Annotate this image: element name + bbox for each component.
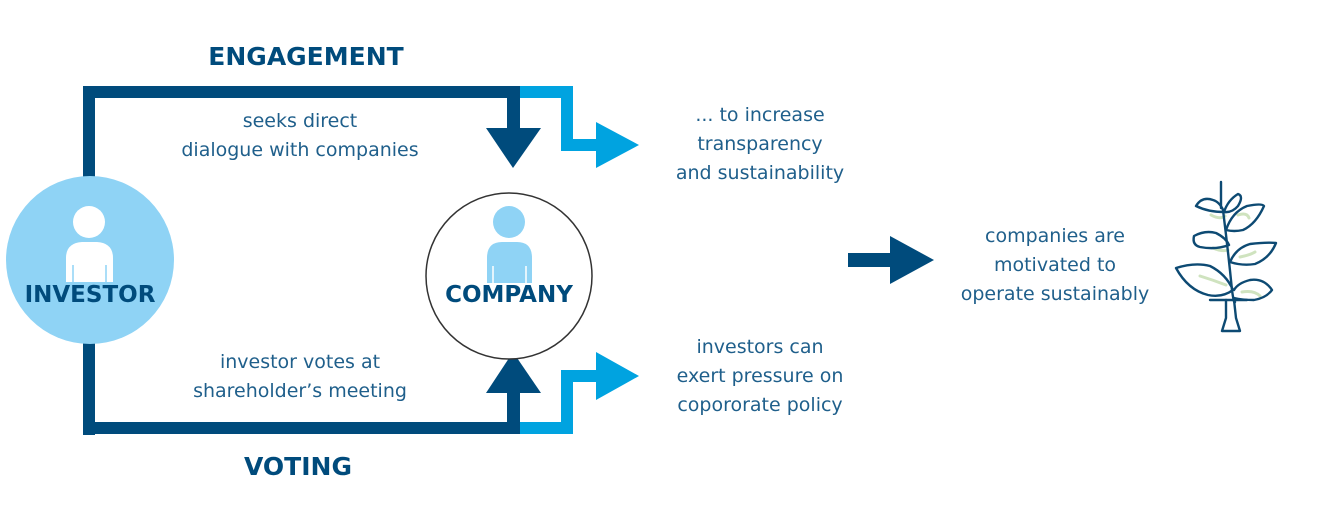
voting-description-line: shareholder’s meeting (193, 380, 407, 402)
investor-person-icon (66, 206, 113, 282)
voting-title: VOTING (244, 452, 352, 481)
engagement-title: ENGAGEMENT (208, 42, 404, 71)
engagement-outcome-connector (520, 86, 598, 151)
engagement-outcome-line: transparency (697, 133, 823, 155)
engagement-description-line: seeks direct (242, 110, 358, 132)
engagement-outcome-line: ... to increase (695, 104, 825, 126)
result-text-line: motivated to (993, 254, 1117, 276)
investor-label: INVESTOR (24, 282, 156, 308)
result-arrow-icon (890, 236, 934, 284)
voting-outcome-connector (520, 370, 598, 434)
voting-arrow-stem (507, 390, 520, 434)
company-label: COMPANY (445, 282, 573, 308)
engagement-arrow-stem (507, 86, 520, 130)
voting-description-line: investor votes at (219, 351, 381, 373)
voting-line-left (83, 335, 95, 435)
engagement-outcome: ... to increase transparency and sustain… (640, 101, 880, 188)
engagement-description: seeks direct dialogue with companies (150, 107, 450, 165)
plant-icon (1174, 180, 1278, 333)
result-text-line: companies are (985, 225, 1125, 247)
voting-outcome-arrow-icon (596, 352, 639, 400)
result-text-line: operate sustainably (960, 283, 1150, 305)
voting-outcome: investors can exert pressure on coporora… (640, 333, 880, 420)
engagement-description-line: dialogue with companies (181, 139, 419, 161)
engagement-line-top (83, 86, 520, 98)
voting-outcome-line: investors can (696, 336, 824, 358)
voting-outcome-line: exert pressure on (676, 365, 844, 387)
result-arrow-stem (848, 253, 894, 267)
engagement-line-left (83, 86, 95, 186)
voting-arrow-up-icon (486, 352, 541, 393)
engagement-outcome-arrow-icon (596, 122, 639, 168)
voting-description: investor votes at shareholder’s meeting (150, 348, 450, 406)
engagement-arrow-down-icon (486, 128, 541, 168)
company-person-icon (487, 206, 532, 283)
voting-line-bottom (83, 422, 520, 434)
engagement-outcome-line: and sustainability (675, 162, 845, 184)
voting-outcome-line: copororate policy (677, 394, 843, 416)
result-text: companies are motivated to operate susta… (935, 222, 1175, 309)
